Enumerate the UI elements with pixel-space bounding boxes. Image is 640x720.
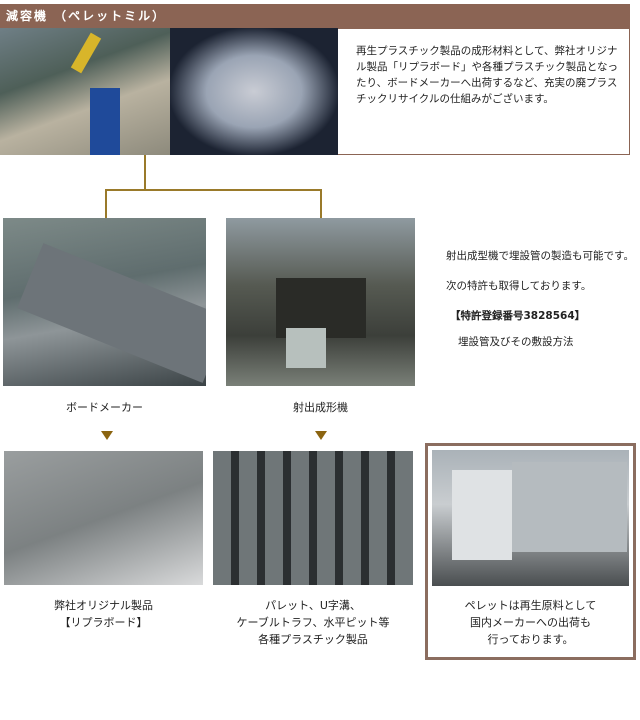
arrow-down-icon — [101, 431, 113, 440]
patent-name: 埋設管及びその敷設方法 — [458, 336, 574, 348]
patent-info: 射出成型機で埋設管の製造も可能です。 次の特許も取得しております。 【特許登録番… — [446, 248, 636, 350]
label-line: 【リプラボード】 — [59, 616, 148, 629]
board-maker-photo — [3, 218, 206, 386]
label-line: 弊社オリジナル製品 — [54, 599, 153, 612]
injection-note: 射出成型機で埋設管の製造も可能です。 — [446, 250, 634, 262]
arrow-down-icon — [315, 431, 327, 440]
label-line: 行っております。 — [487, 633, 574, 646]
patent-number: 【特許登録番号3828564】 — [450, 310, 586, 322]
plastic-pallet-photo — [213, 451, 413, 585]
injection-molding-photo — [226, 218, 415, 386]
ripla-board-photo — [4, 451, 203, 585]
truck-photo — [432, 450, 629, 586]
label-line: 各種プラスチック製品 — [258, 633, 368, 646]
connector-line — [320, 189, 322, 219]
board-maker-label: ボードメーカー — [66, 401, 143, 414]
connector-line — [105, 189, 322, 191]
label-line: 国内メーカーへの出荷も — [470, 616, 591, 629]
pellet-mill-photo — [0, 28, 170, 155]
connector-line — [105, 189, 107, 219]
board-product-label: 弊社オリジナル製品 【リプラボード】 — [4, 597, 203, 631]
pellet-label: ペレットは再生原料として 国内メーカーへの出荷も 行っております。 — [428, 597, 633, 648]
label-line: パレット、U字溝、 — [265, 599, 361, 612]
label-line: ペレットは再生原料として — [464, 599, 597, 612]
label-line: ケーブルトラフ、水平ピット等 — [236, 616, 390, 629]
pellet-shipping-box: ペレットは再生原料として 国内メーカーへの出荷も 行っております。 — [425, 443, 636, 660]
connector-line — [144, 155, 146, 191]
pellets-photo — [170, 28, 338, 155]
plastic-product-label: パレット、U字溝、 ケーブルトラフ、水平ピット等 各種プラスチック製品 — [213, 597, 413, 648]
intro-text: 再生プラスチック製品の成形材料として、弊社オリジナル製品「リプラボード」や各種プ… — [338, 28, 630, 155]
injection-molding-label: 射出成形機 — [293, 401, 348, 414]
section-header: 減容機 （ペレットミル） — [0, 4, 630, 28]
patent-note: 次の特許も取得しております。 — [446, 280, 592, 292]
